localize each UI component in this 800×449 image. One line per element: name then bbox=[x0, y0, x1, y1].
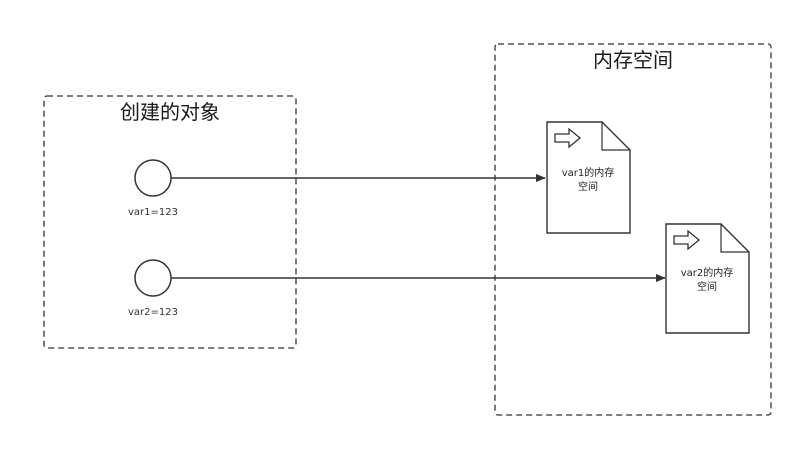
memory-block-label-line1: var1的内存 bbox=[562, 166, 615, 179]
memory-group-title: 内存空间 bbox=[593, 48, 673, 72]
memory-block-label-line2: 空间 bbox=[697, 280, 717, 293]
circle-node-icon[interactable] bbox=[134, 159, 172, 197]
document-icon[interactable] bbox=[665, 223, 750, 334]
variable-node-var2[interactable]: var2=123 bbox=[128, 259, 178, 318]
memory-block-var1[interactable]: var1的内存 空间 bbox=[546, 121, 631, 234]
memory-group-border bbox=[494, 43, 772, 416]
arrow-right-outline-icon bbox=[673, 229, 701, 251]
arrow-right-outline-icon bbox=[554, 127, 582, 149]
variable-node-var1[interactable]: var1=123 bbox=[128, 159, 178, 218]
variable-label: var2=123 bbox=[128, 307, 178, 318]
memory-block-label-line2: 空间 bbox=[578, 180, 598, 193]
document-fold bbox=[720, 224, 749, 253]
variable-label: var1=123 bbox=[128, 207, 178, 218]
document-fold bbox=[601, 122, 630, 151]
objects-group: 创建的对象 bbox=[43, 95, 297, 349]
objects-group-title: 创建的对象 bbox=[120, 100, 220, 124]
memory-group: 内存空间 bbox=[494, 43, 772, 416]
circle-node-icon[interactable] bbox=[134, 259, 172, 297]
memory-block-label-line1: var2的内存 bbox=[681, 266, 734, 279]
objects-group-border bbox=[43, 95, 297, 349]
memory-block-var2[interactable]: var2的内存 空间 bbox=[665, 223, 750, 334]
